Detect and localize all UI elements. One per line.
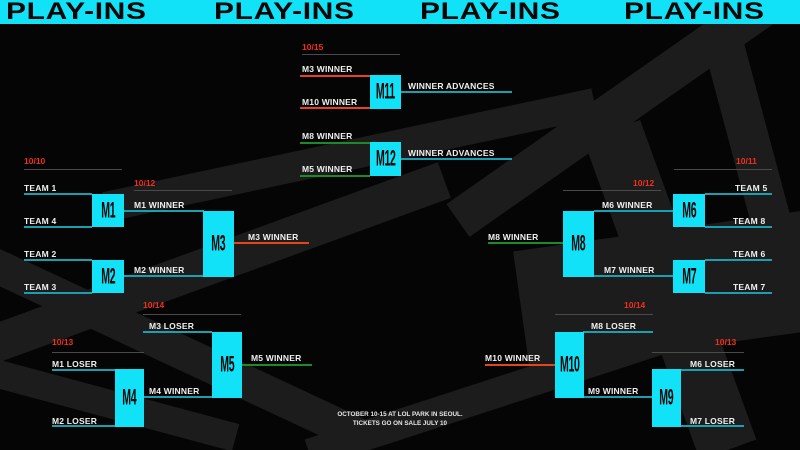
m5-top-label: M3 LOSER — [149, 321, 195, 331]
m5-bottom-label: M4 WINNER — [149, 386, 200, 396]
match-m2[interactable]: M2 — [92, 260, 124, 293]
match-m10[interactable]: M10 — [555, 332, 584, 398]
right-r3-date: 10/13 — [715, 337, 737, 347]
match-m8[interactable]: M8 — [563, 211, 594, 277]
m12-top-label: M8 WINNER — [302, 131, 353, 141]
event-info: OCTOBER 10-15 AT LOL PARK IN SEOUL. TICK… — [320, 410, 480, 428]
m6-top-line — [705, 193, 772, 195]
m9-top-line — [680, 369, 744, 371]
m2-bottom-label: TEAM 3 — [24, 282, 57, 292]
banner-title: PLAY-INS — [624, 0, 765, 25]
m1-top-label: TEAM 1 — [24, 183, 57, 193]
event-info-line1: OCTOBER 10-15 AT LOL PARK IN SEOUL. — [337, 411, 463, 418]
m3-bottom-label: M2 WINNER — [134, 265, 185, 275]
left-r2-date: 10/12 — [134, 178, 156, 188]
match-m1[interactable]: M1 — [92, 194, 124, 227]
m1-bottom-line — [24, 226, 92, 228]
right-r2-date: 10/12 — [633, 178, 655, 188]
m11-bottom-label: M10 WINNER — [302, 97, 358, 107]
match-m6[interactable]: M6 — [673, 194, 705, 227]
banner-title: PLAY-INS — [420, 0, 561, 25]
m7-bottom-label: TEAM 7 — [733, 282, 766, 292]
m10-bottom-label: M9 WINNER — [588, 386, 639, 396]
m11-top-line — [300, 75, 370, 77]
m5-bottom-line — [144, 396, 212, 398]
m10-bottom-line — [583, 396, 652, 398]
m12-result-label: WINNER ADVANCES — [408, 148, 495, 158]
m3-top-label: M1 WINNER — [134, 200, 185, 210]
m4-bottom-label: M2 LOSER — [52, 416, 98, 426]
m9-bottom-line — [680, 425, 744, 427]
finals-date: 10/15 — [302, 42, 324, 52]
m8-result-label: M8 WINNER — [488, 232, 539, 242]
m10-top-line — [583, 331, 653, 333]
event-info-line2: TICKETS GO ON SALE JULY 10 — [352, 420, 448, 427]
m12-result-line — [401, 158, 512, 160]
divider — [24, 169, 122, 170]
divider — [563, 190, 661, 191]
divider — [674, 169, 772, 170]
divider — [302, 54, 400, 55]
right-r1-date: 10/11 — [736, 156, 757, 166]
m4-top-label: M1 LOSER — [52, 359, 98, 369]
m3-top-line — [124, 210, 204, 212]
banner-title: PLAY-INS — [214, 0, 355, 25]
m9-bottom-label: M7 LOSER — [690, 416, 736, 426]
m5-top-line — [143, 331, 212, 333]
m1-bottom-label: TEAM 4 — [24, 216, 57, 226]
left-r1-date: 10/10 — [24, 156, 46, 166]
m7-bottom-line — [705, 292, 772, 294]
divider — [52, 352, 144, 353]
match-m9[interactable]: M9 — [652, 369, 681, 427]
divider — [143, 314, 241, 315]
m9-top-label: M6 LOSER — [690, 359, 736, 369]
match-m3[interactable]: M3 — [203, 211, 234, 277]
m2-top-label: TEAM 2 — [24, 249, 57, 259]
match-m5[interactable]: M5 — [212, 332, 242, 398]
m11-result-label: WINNER ADVANCES — [408, 81, 495, 91]
m11-top-label: M3 WINNER — [302, 64, 353, 74]
m11-bottom-line — [300, 107, 370, 109]
match-m12[interactable]: M12 — [370, 142, 401, 176]
m5-result-line — [242, 364, 312, 366]
m8-bottom-label: M7 WINNER — [604, 265, 655, 275]
m12-bottom-label: M5 WINNER — [302, 164, 353, 174]
m1-top-line — [24, 193, 92, 195]
m11-result-line — [401, 91, 512, 93]
m2-top-line — [24, 259, 92, 261]
right-r4-date: 10/14 — [624, 300, 646, 310]
m12-top-line — [300, 142, 370, 144]
m3-bottom-line — [124, 275, 204, 277]
match-m11[interactable]: M11 — [370, 75, 401, 109]
m4-bottom-line — [52, 425, 115, 427]
m8-result-line — [488, 242, 563, 244]
m10-top-label: M8 LOSER — [591, 321, 637, 331]
m8-top-line — [594, 210, 673, 212]
m7-top-label: TEAM 6 — [733, 249, 766, 259]
match-m7[interactable]: M7 — [673, 260, 705, 293]
m7-top-line — [705, 259, 772, 261]
m3-result-label: M3 WINNER — [248, 232, 299, 242]
m12-bottom-line — [300, 175, 370, 177]
m8-bottom-line — [594, 275, 673, 277]
banner-title: PLAY-INS — [6, 0, 147, 25]
divider — [555, 314, 653, 315]
title-banner: PLAY-INS PLAY-INS PLAY-INS PLAY-INS — [0, 0, 800, 24]
m10-result-line — [485, 364, 555, 366]
m10-result-label: M10 WINNER — [485, 353, 541, 363]
m6-bottom-label: TEAM 8 — [733, 216, 766, 226]
m6-top-label: TEAM 5 — [735, 183, 768, 193]
m8-top-label: M6 WINNER — [602, 200, 653, 210]
m3-result-line — [234, 242, 309, 244]
m4-top-line — [52, 369, 115, 371]
m6-bottom-line — [705, 226, 772, 228]
left-r4-date: 10/14 — [143, 300, 165, 310]
divider — [652, 352, 744, 353]
m2-bottom-line — [24, 292, 92, 294]
left-r3-date: 10/13 — [52, 337, 74, 347]
m5-result-label: M5 WINNER — [251, 353, 302, 363]
divider — [134, 190, 232, 191]
match-m4[interactable]: M4 — [115, 369, 144, 427]
